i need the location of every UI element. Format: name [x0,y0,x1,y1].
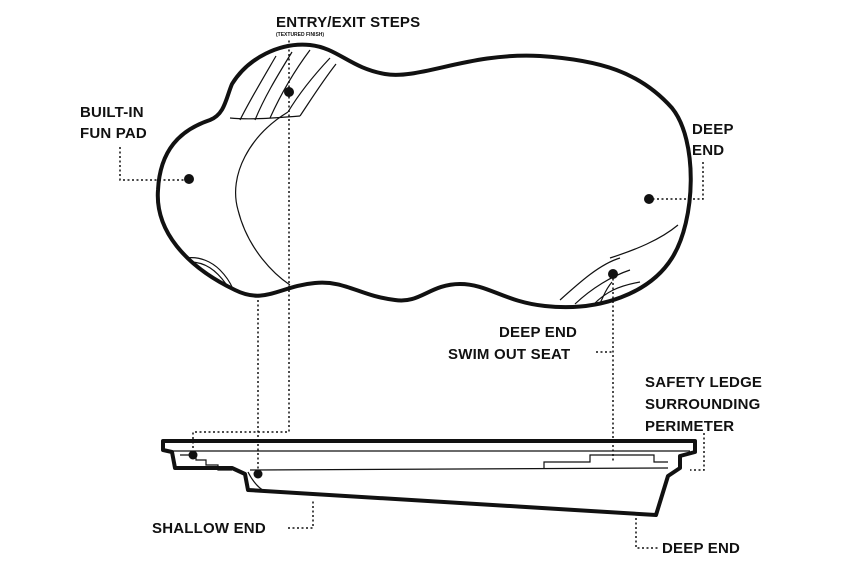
label-built-in: BUILT-IN [80,104,144,121]
pool-side-view [161,439,697,517]
label-textured-finish: (TEXTURED FINISH) [276,32,324,38]
label-end-top: END [692,142,724,159]
label-shallow-end: SHALLOW END [152,520,266,537]
pool-top-view [155,42,693,310]
entry-steps-lines [229,49,337,121]
side-step-riser [247,471,267,493]
label-entry-exit-steps: ENTRY/EXIT STEPS [276,14,420,31]
shallow-end-dot [253,469,263,479]
side-seat [543,454,668,468]
label-perimeter: PERIMETER [645,418,734,435]
fun-pad-bottom-step [185,257,234,290]
pool-rim [161,439,697,517]
side-steps-dot [188,450,198,460]
floor-line [249,467,669,471]
label-deep-end-bottom: DEEP END [662,540,740,557]
swim-out-seat-lines [559,224,679,305]
label-safety-ledge: SAFETY LEDGE [645,374,762,391]
leader-lines [119,40,705,549]
fun-pad-curve [234,111,291,286]
fun-pad-bottom-step-2 [189,261,227,285]
fun-pad-dot [184,174,194,184]
pool-outline [155,42,693,310]
label-swim-out-seat: SWIM OUT SEAT [448,346,570,363]
label-deep-end-seat: DEEP END [499,324,577,341]
label-deep-top: DEEP [692,121,734,138]
label-fun-pad: FUN PAD [80,125,147,142]
label-surrounding: SURROUNDING [645,396,761,413]
